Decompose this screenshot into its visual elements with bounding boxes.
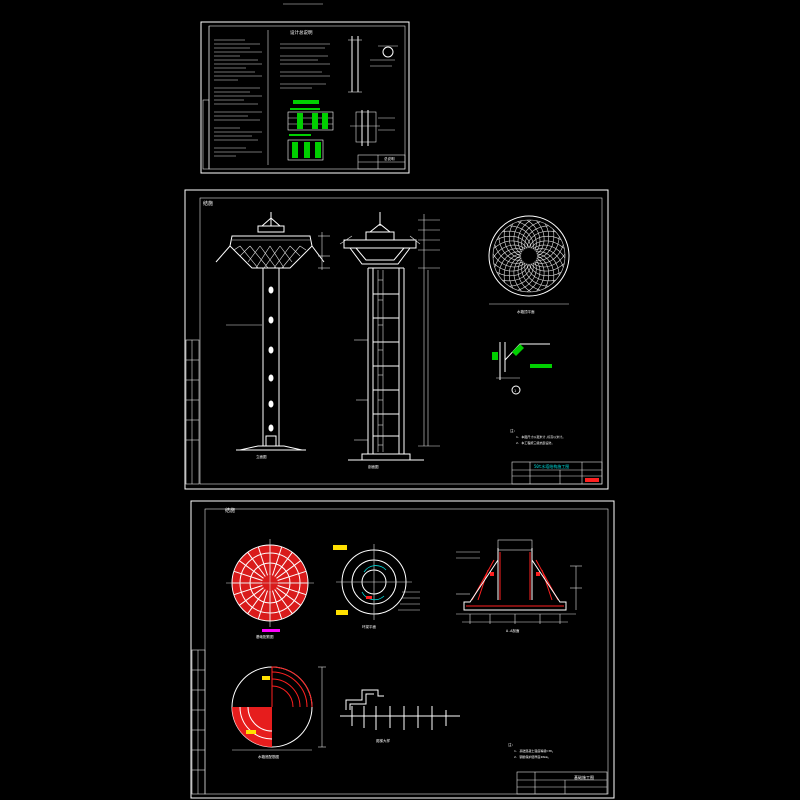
radial-rebar <box>247 552 266 577</box>
sheet-2-note-1: 1. 本图尺寸以毫米计,标高以米计。 <box>516 434 565 439</box>
sheet-2-title-text: 50t水塔结构施工图 <box>534 463 569 469</box>
lattice-member <box>528 263 562 277</box>
sheet-2-red-tag <box>585 478 599 482</box>
lattice-member <box>530 240 565 249</box>
ring-beam-plan: 环梁平面 <box>333 544 420 629</box>
lattice-member <box>517 259 532 293</box>
sheet-1-column-sketch <box>348 36 398 93</box>
lattice-member <box>532 244 566 259</box>
sheet-1-circle-detail <box>382 46 394 58</box>
lattice-member <box>536 223 550 257</box>
radial-rebar <box>274 552 293 577</box>
ladder-detail-label: 爬梯大样 <box>376 738 390 743</box>
lattice-member <box>536 255 550 289</box>
roof-lattice-plan: 水箱顶平面 <box>488 215 570 314</box>
sheet-1-green-tables <box>287 100 334 161</box>
radial-rebar <box>276 560 301 579</box>
ring-plan-label: 环梁平面 <box>362 624 376 629</box>
section-aa-label: A-A剖面 <box>506 628 520 633</box>
radial-rebar <box>272 590 283 620</box>
lattice-member <box>508 255 522 289</box>
radial-rebar <box>277 585 307 596</box>
radial-rebar <box>233 585 263 596</box>
radial-rebar <box>233 570 263 581</box>
sheet-3: 结施 基础配筋图 <box>190 500 615 799</box>
sheet-1-notes-col-2 <box>280 43 330 89</box>
radial-rebar <box>247 589 266 614</box>
section-label: 剖面图 <box>368 464 379 469</box>
sheet-3-notes: 注: 1. 基础混凝土强度等级C30。 2. 钢筋保护层厚度40mm。 <box>508 742 555 759</box>
foundation-rebar-plan: 基础配筋图 <box>226 539 314 639</box>
sheet-1-notes-col-1 <box>214 39 262 157</box>
radial-rebar <box>274 589 293 614</box>
tower-section: 剖面图 <box>339 212 440 469</box>
lattice-member <box>536 229 555 259</box>
lattice-member <box>508 223 522 257</box>
sheet-1: 设计总说明 <box>200 21 410 174</box>
sheet-2-note-2: 2. 本工程按三级抗震设防。 <box>516 440 554 445</box>
lattice-member <box>526 263 556 282</box>
elevation-label: 立面图 <box>256 454 267 459</box>
lattice-member <box>534 248 564 268</box>
foundation-section: A-A剖面 <box>456 539 582 633</box>
sheet-2-notes-title: 注: <box>510 428 516 433</box>
lattice-member <box>517 221 537 251</box>
lattice-member <box>502 263 532 282</box>
sheet-1-section-sketch <box>350 110 395 146</box>
sheet-3-tag: 结施 <box>225 507 235 514</box>
radial-rebar <box>276 587 301 606</box>
sheet-3-notes-title: 注: <box>508 742 514 747</box>
lattice-member <box>536 220 545 255</box>
lattice-member <box>494 248 524 268</box>
sheet-1-border <box>200 21 410 174</box>
tank-bottom-rebar: 水箱底配筋图 <box>231 666 326 759</box>
radial-rebar <box>257 546 268 576</box>
radial-rebar <box>239 587 264 606</box>
lattice-member <box>503 253 522 283</box>
sheet-2-inner-frame <box>199 197 603 485</box>
lattice-member <box>536 253 555 283</box>
lattice-member <box>496 263 530 277</box>
roof-plan-label: 水箱顶平面 <box>517 309 535 314</box>
radial-rebar <box>277 570 307 581</box>
sheet-2-tag: 结施 <box>203 200 213 207</box>
lattice-member <box>521 261 541 291</box>
lattice-member <box>524 262 549 287</box>
detail-marker-label: 1 <box>514 389 516 393</box>
foundation-plan-label: 基础配筋图 <box>256 634 274 639</box>
sheet-1-title-block-text: 总说明 <box>384 156 395 161</box>
radial-rebar <box>239 560 264 579</box>
lattice-member <box>535 251 560 276</box>
sheet-3-border <box>190 500 615 799</box>
lattice-member <box>498 251 523 276</box>
lattice-member <box>509 225 534 250</box>
lattice-member <box>513 257 522 292</box>
lattice-member <box>526 230 556 249</box>
sheet-3-note-1: 1. 基础混凝土强度等级C30。 <box>514 748 555 753</box>
radial-rebar <box>257 590 268 620</box>
lattice-member <box>496 235 530 249</box>
sheet-1-title-block: 总说明 <box>357 154 406 170</box>
sheet-3-title-block: 基础施工图 <box>516 771 608 795</box>
sheet-3-title-text: 基础施工图 <box>574 774 594 780</box>
lattice-member <box>492 244 526 259</box>
ladder-detail: 爬梯大样 <box>340 689 460 743</box>
lattice-member <box>526 219 541 253</box>
sheet-2-notes: 注: 1. 本图尺寸以毫米计,标高以米计。 2. 本工程按三级抗震设防。 <box>510 428 565 445</box>
sheet-2-border <box>184 189 609 490</box>
sheet-1-title: 设计总说明 <box>290 29 313 36</box>
sheet-2-title-block: 50t水塔结构施工图 <box>511 461 603 485</box>
bottom-rebar-label: 水箱底配筋图 <box>258 754 279 759</box>
tower-elevation: 立面图 <box>215 212 330 459</box>
radial-rebar <box>272 546 283 576</box>
lattice-member <box>493 240 528 249</box>
sheet-3-note-2: 2. 钢筋保护层厚度40mm。 <box>514 754 551 759</box>
lattice-member <box>528 235 562 249</box>
joint-detail: 1 <box>492 342 552 395</box>
lattice-member <box>502 230 532 249</box>
sheet-2: 结施 <box>184 189 609 490</box>
lattice-member <box>503 229 522 259</box>
